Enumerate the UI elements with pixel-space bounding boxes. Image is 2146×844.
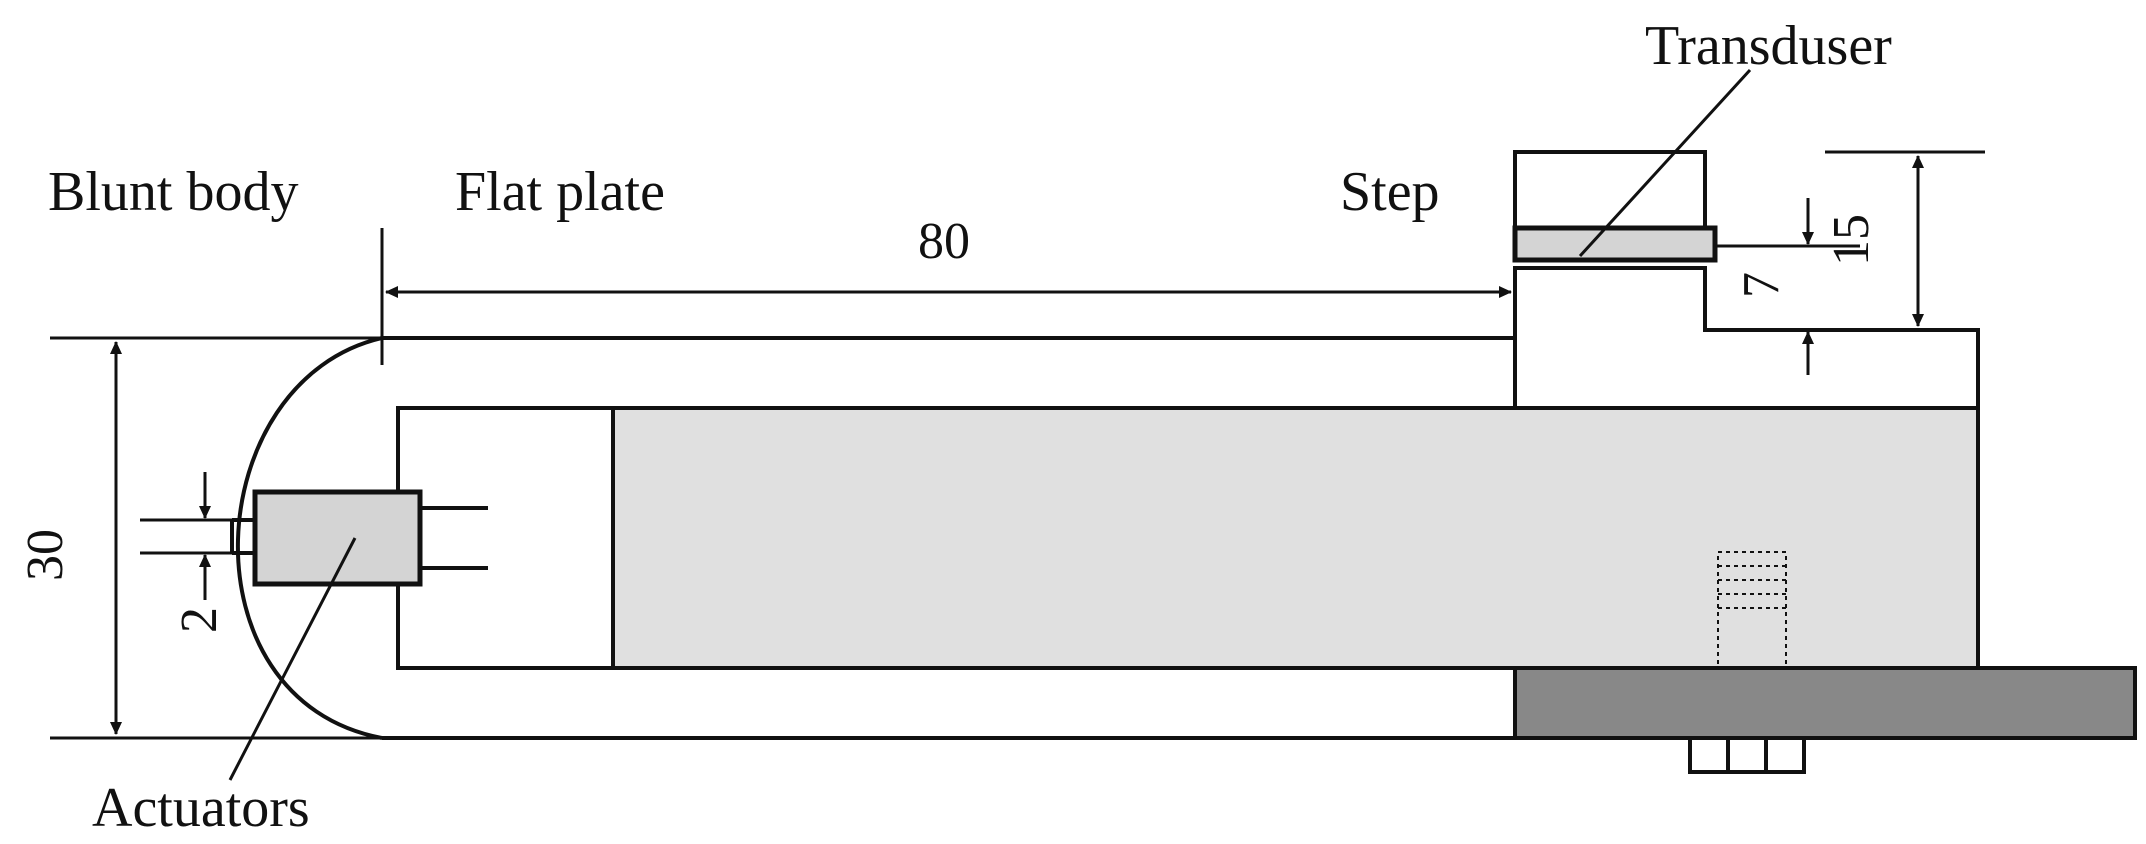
dim-80-value: 80: [918, 213, 970, 270]
actuators-leader: [228, 537, 357, 781]
dim-30-value: 30: [17, 529, 74, 581]
step-outline: [1513, 266, 1980, 408]
dim-7-value: 7: [1733, 272, 1790, 298]
transducer-plate: [1512, 225, 1718, 263]
step-upper-block: [1513, 150, 1707, 230]
shaded-insert: [611, 406, 1980, 670]
label-actuators: Actuators: [92, 777, 310, 839]
bolt-head-2: [1726, 736, 1768, 774]
inner-cavity: [396, 406, 615, 670]
label-blunt-body: Blunt body: [48, 161, 298, 223]
label-step: Step: [1340, 161, 1440, 223]
label-flat-plate: Flat plate: [455, 161, 665, 223]
bolt-head-1: [1688, 736, 1730, 774]
dashed-bolt: [1717, 551, 1787, 669]
dim-2-value: 2: [171, 607, 228, 633]
dim-15-value: 15: [1823, 214, 1880, 266]
label-transducer: Transduser: [1645, 15, 1892, 77]
base-bar: [1513, 666, 2137, 740]
bolt-head-3: [1764, 736, 1806, 774]
transducer-leader: [1578, 68, 1752, 258]
blunt-body-arc: [235, 336, 383, 740]
actuator-body: [252, 489, 423, 587]
